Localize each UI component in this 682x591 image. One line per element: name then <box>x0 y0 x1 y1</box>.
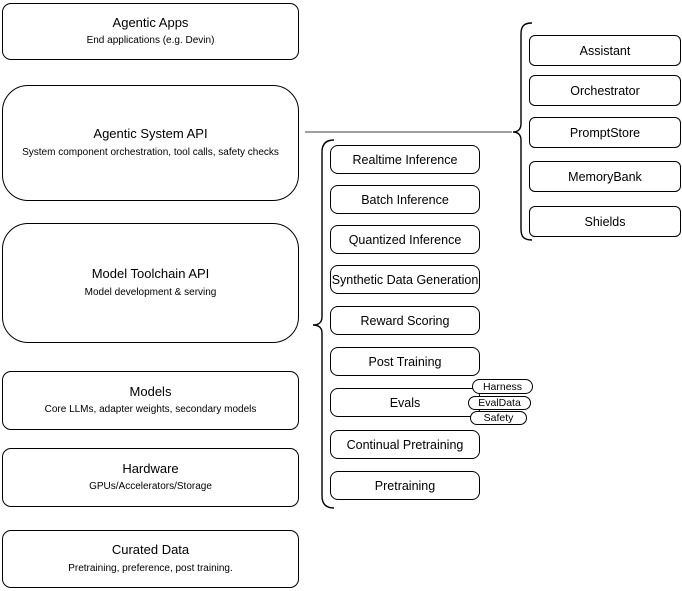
node-pretraining: Pretraining <box>330 471 480 500</box>
node-model-toolchain-api: Model Toolchain API Model development & … <box>2 223 299 343</box>
tag-harness: Harness <box>472 379 533 394</box>
node-hardware: Hardware GPUs/Accelerators/Storage <box>2 448 299 507</box>
node-subtitle: End applications (e.g. Devin) <box>86 35 215 47</box>
node-subtitle: Model development & serving <box>84 286 217 298</box>
node-subtitle: GPUs/Accelerators/Storage <box>89 481 212 493</box>
node-models: Models Core LLMs, adapter weights, secon… <box>2 371 299 430</box>
node-subtitle: System component orchestration, tool cal… <box>22 146 279 158</box>
node-title: Agentic Apps <box>112 14 189 30</box>
node-assistant: Assistant <box>529 35 681 66</box>
node-continual-pretraining: Continual Pretraining <box>330 430 480 459</box>
tag-safety: Safety <box>470 411 527 425</box>
node-orchestrator: Orchestrator <box>529 75 681 106</box>
node-post-training: Post Training <box>330 347 480 376</box>
node-title: Curated Data <box>111 542 190 558</box>
node-promptstore: PromptStore <box>529 117 681 148</box>
node-quantized-inference: Quantized Inference <box>330 225 480 254</box>
node-title: Agentic System API <box>93 126 208 142</box>
node-subtitle: Core LLMs, adapter weights, secondary mo… <box>44 404 257 416</box>
node-realtime-inference: Realtime Inference <box>330 145 480 174</box>
node-curated-data: Curated Data Pretraining, preference, po… <box>2 530 299 588</box>
node-agentic-system-api: Agentic System API System component orch… <box>2 85 299 201</box>
node-title: Models <box>129 383 172 399</box>
node-batch-inference: Batch Inference <box>330 185 480 214</box>
node-shields: Shields <box>529 206 681 237</box>
node-title: Model Toolchain API <box>91 266 210 282</box>
node-synthetic-data-generation: Synthetic Data Generation <box>330 265 480 294</box>
node-memorybank: MemoryBank <box>529 161 681 192</box>
tag-evaldata: EvalData <box>468 396 531 410</box>
node-subtitle: Pretraining, preference, post training. <box>68 562 233 574</box>
node-agentic-apps: Agentic Apps End applications (e.g. Devi… <box>2 3 299 60</box>
node-evals: Evals <box>330 388 480 417</box>
node-title: Hardware <box>122 460 179 476</box>
node-reward-scoring: Reward Scoring <box>330 306 480 335</box>
